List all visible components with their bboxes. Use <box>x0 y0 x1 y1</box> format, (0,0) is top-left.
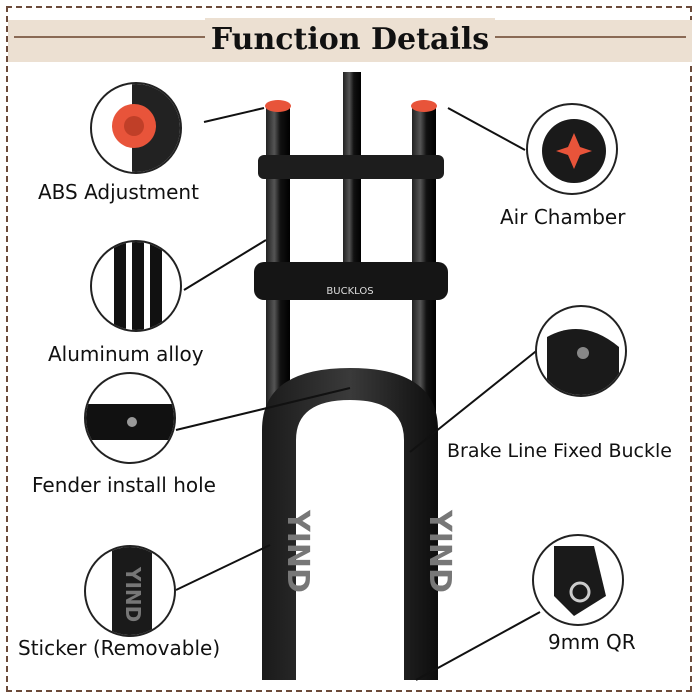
page-title: Function Details <box>210 21 490 57</box>
aluminum-detail-image <box>114 242 162 330</box>
fender-hole-label: Fender install hole <box>32 473 216 497</box>
qr-detail-image <box>554 546 606 616</box>
leader-air <box>447 107 526 151</box>
leader-fender <box>175 387 351 431</box>
upper-crown <box>258 155 444 179</box>
leader-lines <box>175 107 551 681</box>
abs-detail-image <box>112 84 180 172</box>
leader-qr <box>415 611 541 681</box>
brake-line-label: Brake Line Fixed Buckle <box>447 440 672 462</box>
leader-aluminum <box>183 239 267 291</box>
brand-text: BUCKLOS <box>326 286 373 297</box>
leader-brake <box>409 339 551 453</box>
fender-detail-image <box>86 404 174 440</box>
sticker-detail-image: YIND <box>112 547 152 635</box>
leader-abs <box>203 107 265 123</box>
right-leg-sticker: YIND <box>422 509 457 593</box>
brake-detail-circle <box>535 305 627 397</box>
air-detail-image <box>542 119 606 183</box>
qr-detail-circle <box>532 534 624 626</box>
sticker-detail-circle: YIND <box>84 545 176 637</box>
steerer-tube <box>343 72 361 292</box>
air-cap <box>411 100 437 112</box>
svg-text:YIND: YIND <box>121 566 145 622</box>
left-leg-sticker: YIND <box>280 509 315 593</box>
aluminum-alloy-label: Aluminum alloy <box>48 342 204 366</box>
title-box: Function Details <box>205 18 495 60</box>
leader-sticker <box>175 544 271 591</box>
qr-label: 9mm QR <box>548 630 636 654</box>
fender-detail-circle <box>84 372 176 464</box>
lower-crown <box>254 262 448 300</box>
abs-knob <box>265 100 291 112</box>
dashed-frame <box>6 6 692 692</box>
abs-adjustment-label: ABS Adjustment <box>38 180 199 204</box>
brake-detail-image <box>547 329 619 395</box>
air-chamber-label: Air Chamber <box>500 205 626 229</box>
sticker-label: Sticker (Removable) <box>18 636 221 660</box>
abs-detail-circle <box>90 82 182 174</box>
air-detail-circle <box>526 103 618 195</box>
aluminum-detail-circle <box>90 240 182 332</box>
fork-arch <box>262 368 438 680</box>
